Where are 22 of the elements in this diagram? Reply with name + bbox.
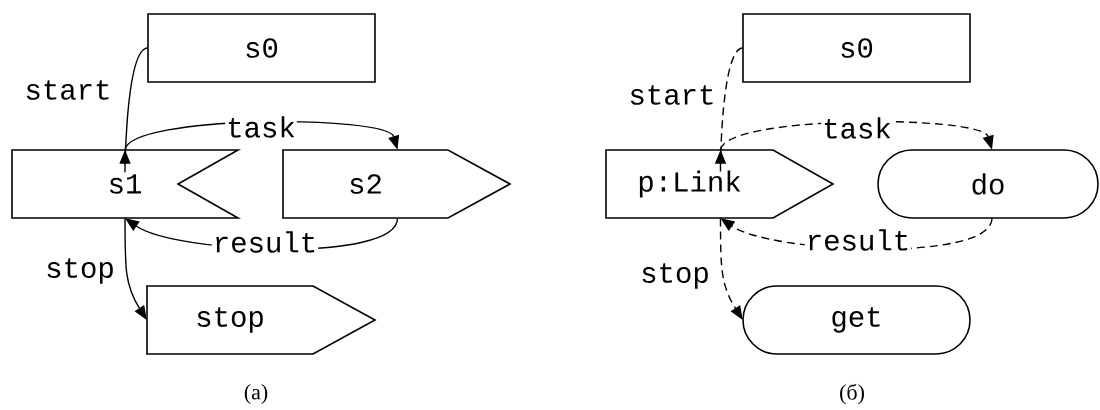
edge-label: task <box>821 116 893 140</box>
rounded-box: do <box>877 149 1099 219</box>
rounded-box: get <box>742 285 971 355</box>
arrow <box>714 47 744 172</box>
edge-label: result <box>211 230 319 254</box>
notched-box: s1 <box>11 149 242 219</box>
pentagon-box: s2 <box>282 149 512 219</box>
caption: (б) <box>840 383 864 405</box>
pentagon-box: stop <box>146 285 377 355</box>
edge-label: result <box>804 228 912 252</box>
caption: (a) <box>244 384 268 404</box>
edge-label: stop <box>44 257 116 285</box>
pentagon-box: p:Link <box>605 149 835 219</box>
edge-label: task <box>225 115 297 139</box>
arrow <box>119 47 149 172</box>
edge-label: start <box>23 79 113 101</box>
arrow <box>124 217 147 320</box>
arrow <box>719 217 743 320</box>
state-box: s0 <box>742 13 971 83</box>
state-box: s0 <box>147 13 376 83</box>
edge-label: stop <box>639 262 711 290</box>
edge-label: start <box>627 84 717 106</box>
